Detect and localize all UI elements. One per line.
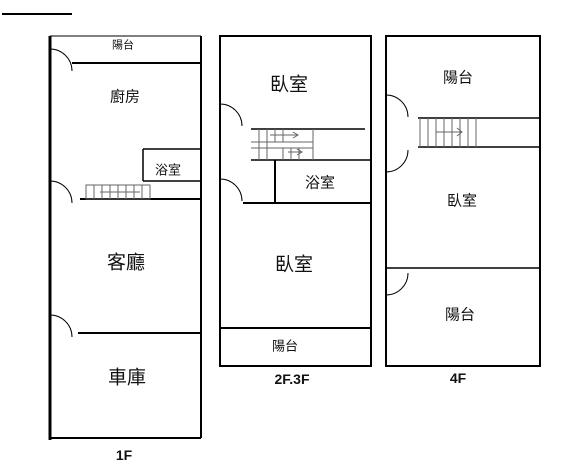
floor-4-balcony-top-label: 陽台	[442, 68, 474, 87]
floor-2-3-balcony-label: 陽台	[271, 339, 299, 355]
floor-2-3-caption: 2F.3F	[274, 371, 310, 387]
floor-4-door-arc-lower	[385, 272, 409, 296]
floor-1-stairs	[85, 184, 151, 200]
floor-4-door-arc-upper-top	[385, 94, 409, 118]
floor-2-3-bathroom-label: 浴室	[304, 173, 336, 192]
floor-4-outline	[385, 35, 541, 367]
floor-1-living-door-arc	[49, 180, 73, 204]
floor-1-balcony-label: 陽台	[112, 38, 134, 52]
floor-4-plan	[385, 35, 541, 367]
floor-2-3-outline	[219, 35, 372, 367]
floor-1-living-room-label: 客廳	[106, 251, 146, 274]
floor-1-garage-label: 車庫	[107, 366, 147, 389]
floor-2-3-bedroom-top-label: 臥室	[269, 73, 309, 96]
floor-4-balcony-bottom-label: 陽台	[444, 305, 476, 324]
floor-1-kitchen-door-arc	[49, 48, 73, 72]
floor-4-bedroom-label: 臥室	[446, 191, 478, 210]
floor-2-3-bedroom-main-label: 臥室	[274, 253, 314, 276]
floor-1-plan	[48, 35, 202, 440]
floor-1-bathroom-label: 浴室	[154, 163, 182, 179]
floor-4-caption: 4F	[449, 370, 467, 386]
floor-4-stairs	[419, 118, 477, 147]
floor-2-3-plan	[219, 35, 372, 367]
floor-2-3-door-arc-lower	[219, 178, 243, 202]
floor-2-3-door-arc-upper	[219, 103, 243, 127]
floor-2-3-stairs	[251, 129, 314, 160]
floor-4-door-arc-upper-bottom	[385, 149, 409, 173]
floor-1-garage-door-arc	[49, 314, 73, 338]
floor-1-caption: 1F	[115, 447, 133, 463]
floor-1-kitchen-label: 廚房	[109, 87, 141, 106]
